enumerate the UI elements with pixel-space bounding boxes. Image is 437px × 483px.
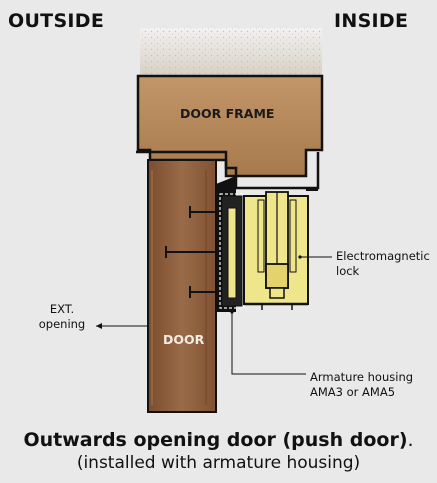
caption-title-period: .: [407, 429, 414, 451]
leader-lines: [96, 255, 332, 375]
door-leaf: [147, 159, 217, 413]
ext-opening-label: EXT. opening: [38, 302, 86, 332]
armature-housing: [216, 176, 245, 312]
door-label: DOOR: [163, 332, 205, 347]
electromagnetic-lock-label-line2: lock: [336, 264, 360, 278]
door-frame: [136, 74, 324, 191]
electromagnetic-lock: [243, 191, 309, 310]
caption-subtitle: (installed with armature housing): [76, 453, 361, 473]
armature-housing-label-line2: AMA3 or AMA5: [310, 385, 396, 399]
armature-housing-label: Armature housing AMA3 or AMA5: [310, 370, 413, 400]
door-frame-label: DOOR FRAME: [180, 106, 275, 121]
ext-opening-label-line2: opening: [38, 317, 86, 331]
outside-label: OUTSIDE: [8, 10, 105, 32]
armature-housing-label-line1: Armature housing: [310, 370, 414, 384]
caption-title-bold: Outwards opening door (push door): [23, 429, 408, 451]
wall-section: [140, 28, 322, 76]
ext-opening-label-line1: EXT.: [49, 302, 75, 316]
inside-label: INSIDE: [334, 10, 409, 32]
electromagnetic-lock-label: Electromagnetic lock: [336, 249, 430, 279]
electromagnetic-lock-label-line1: Electromagnetic: [336, 249, 430, 263]
caption-title: Outwards opening door (push door).: [0, 428, 437, 452]
